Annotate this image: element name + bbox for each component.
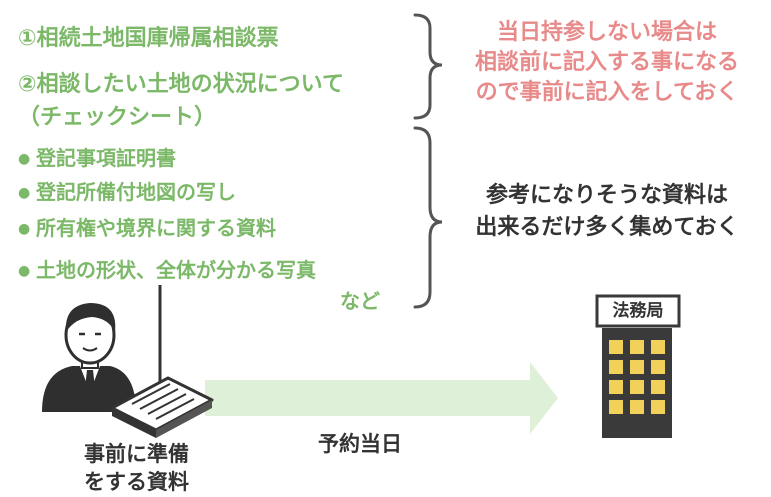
bullet-icon: ● (18, 185, 31, 201)
required-item-2: ②相談したい土地の状況について (18, 72, 344, 97)
required-item-1: ①相続土地国庫帰属相談票 (18, 26, 279, 51)
bullet-icon: ● (18, 151, 31, 167)
arrow-label: 予約当日 (318, 432, 402, 456)
lower-brace (413, 126, 443, 309)
reference-note-line: 出来るだけ多く集めておく (475, 215, 739, 240)
building-windows (609, 340, 665, 414)
bullet-icon: ● (18, 221, 31, 237)
reference-item: ● 土地の形状、全体が分かる写真 (18, 254, 316, 283)
document-icon (110, 376, 214, 438)
reference-item-label: 土地の形状、全体が分かる写真 (36, 258, 316, 282)
reference-item-label: 登記所備付地図の写し (36, 180, 236, 204)
required-note: 当日持参しない場合は 相談前に記入する事になる ので事前に記入をしておく (452, 18, 762, 108)
building-sign: 法務局 (612, 301, 664, 321)
person-caption: 事前に準備 をする資料 (84, 440, 189, 496)
reference-item: ● 登記事項証明書 (18, 142, 176, 171)
reference-suffix: など (340, 289, 380, 313)
person-icon (42, 303, 136, 412)
building-icon (595, 294, 681, 438)
required-note-line: 当日持参しない場合は (496, 20, 717, 45)
reference-item: ● 登記所備付地図の写し (18, 176, 236, 205)
reference-item-label: 登記事項証明書 (36, 146, 176, 170)
required-note-line: 相談前に記入する事になる (474, 50, 739, 75)
required-item-2-subtitle: （チェックシート） (18, 105, 217, 130)
upper-brace (413, 13, 443, 120)
reference-item-label: 所有権や境界に関する資料 (36, 216, 276, 240)
person-caption-line: をする資料 (84, 470, 189, 494)
bullet-icon: ● (18, 263, 31, 279)
reference-note-line: 参考になりそうな資料は (485, 183, 728, 208)
reference-note: 参考になりそうな資料は 出来るだけ多く集めておく (452, 180, 762, 244)
reference-item: ● 所有権や境界に関する資料 (18, 212, 276, 241)
flow-arrow (205, 362, 558, 434)
required-note-line: ので事前に記入をしておく (475, 80, 739, 105)
person-caption-line: 事前に準備 (84, 442, 189, 466)
